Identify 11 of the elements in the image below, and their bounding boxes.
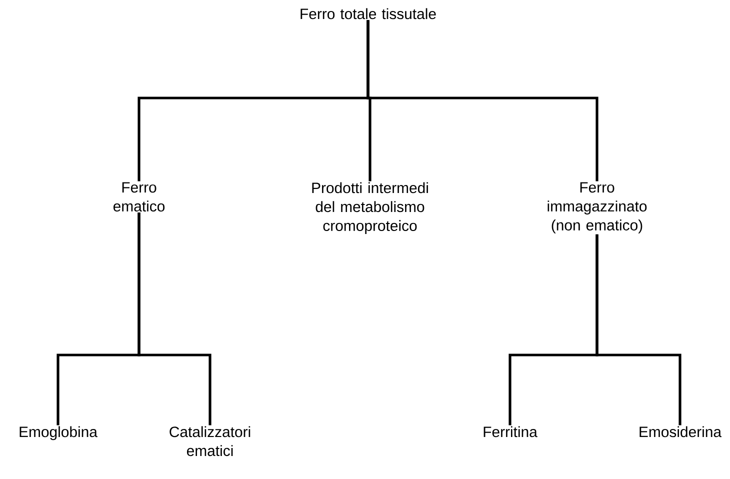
- tree-label: Ferro ematico: [113, 182, 165, 212]
- tree-label: Emoglobina: [20, 426, 98, 440]
- tree-label: Ferritina: [484, 426, 538, 438]
- tree-label: Ferro immagazzinato (non ematico): [548, 182, 647, 234]
- tree-label: Ferro totale tissutale: [300, 8, 436, 20]
- tree-label: Emosiderina: [640, 426, 722, 438]
- tree-connector: [366, 20, 598, 182]
- tree-label: Prodotti intermedi del metabolismo cromoproteico: [312, 182, 428, 234]
- tree-connector: [138, 212, 212, 426]
- tree-connector: [596, 234, 682, 426]
- tree-label: Catalizzatori ematici: [170, 426, 250, 456]
